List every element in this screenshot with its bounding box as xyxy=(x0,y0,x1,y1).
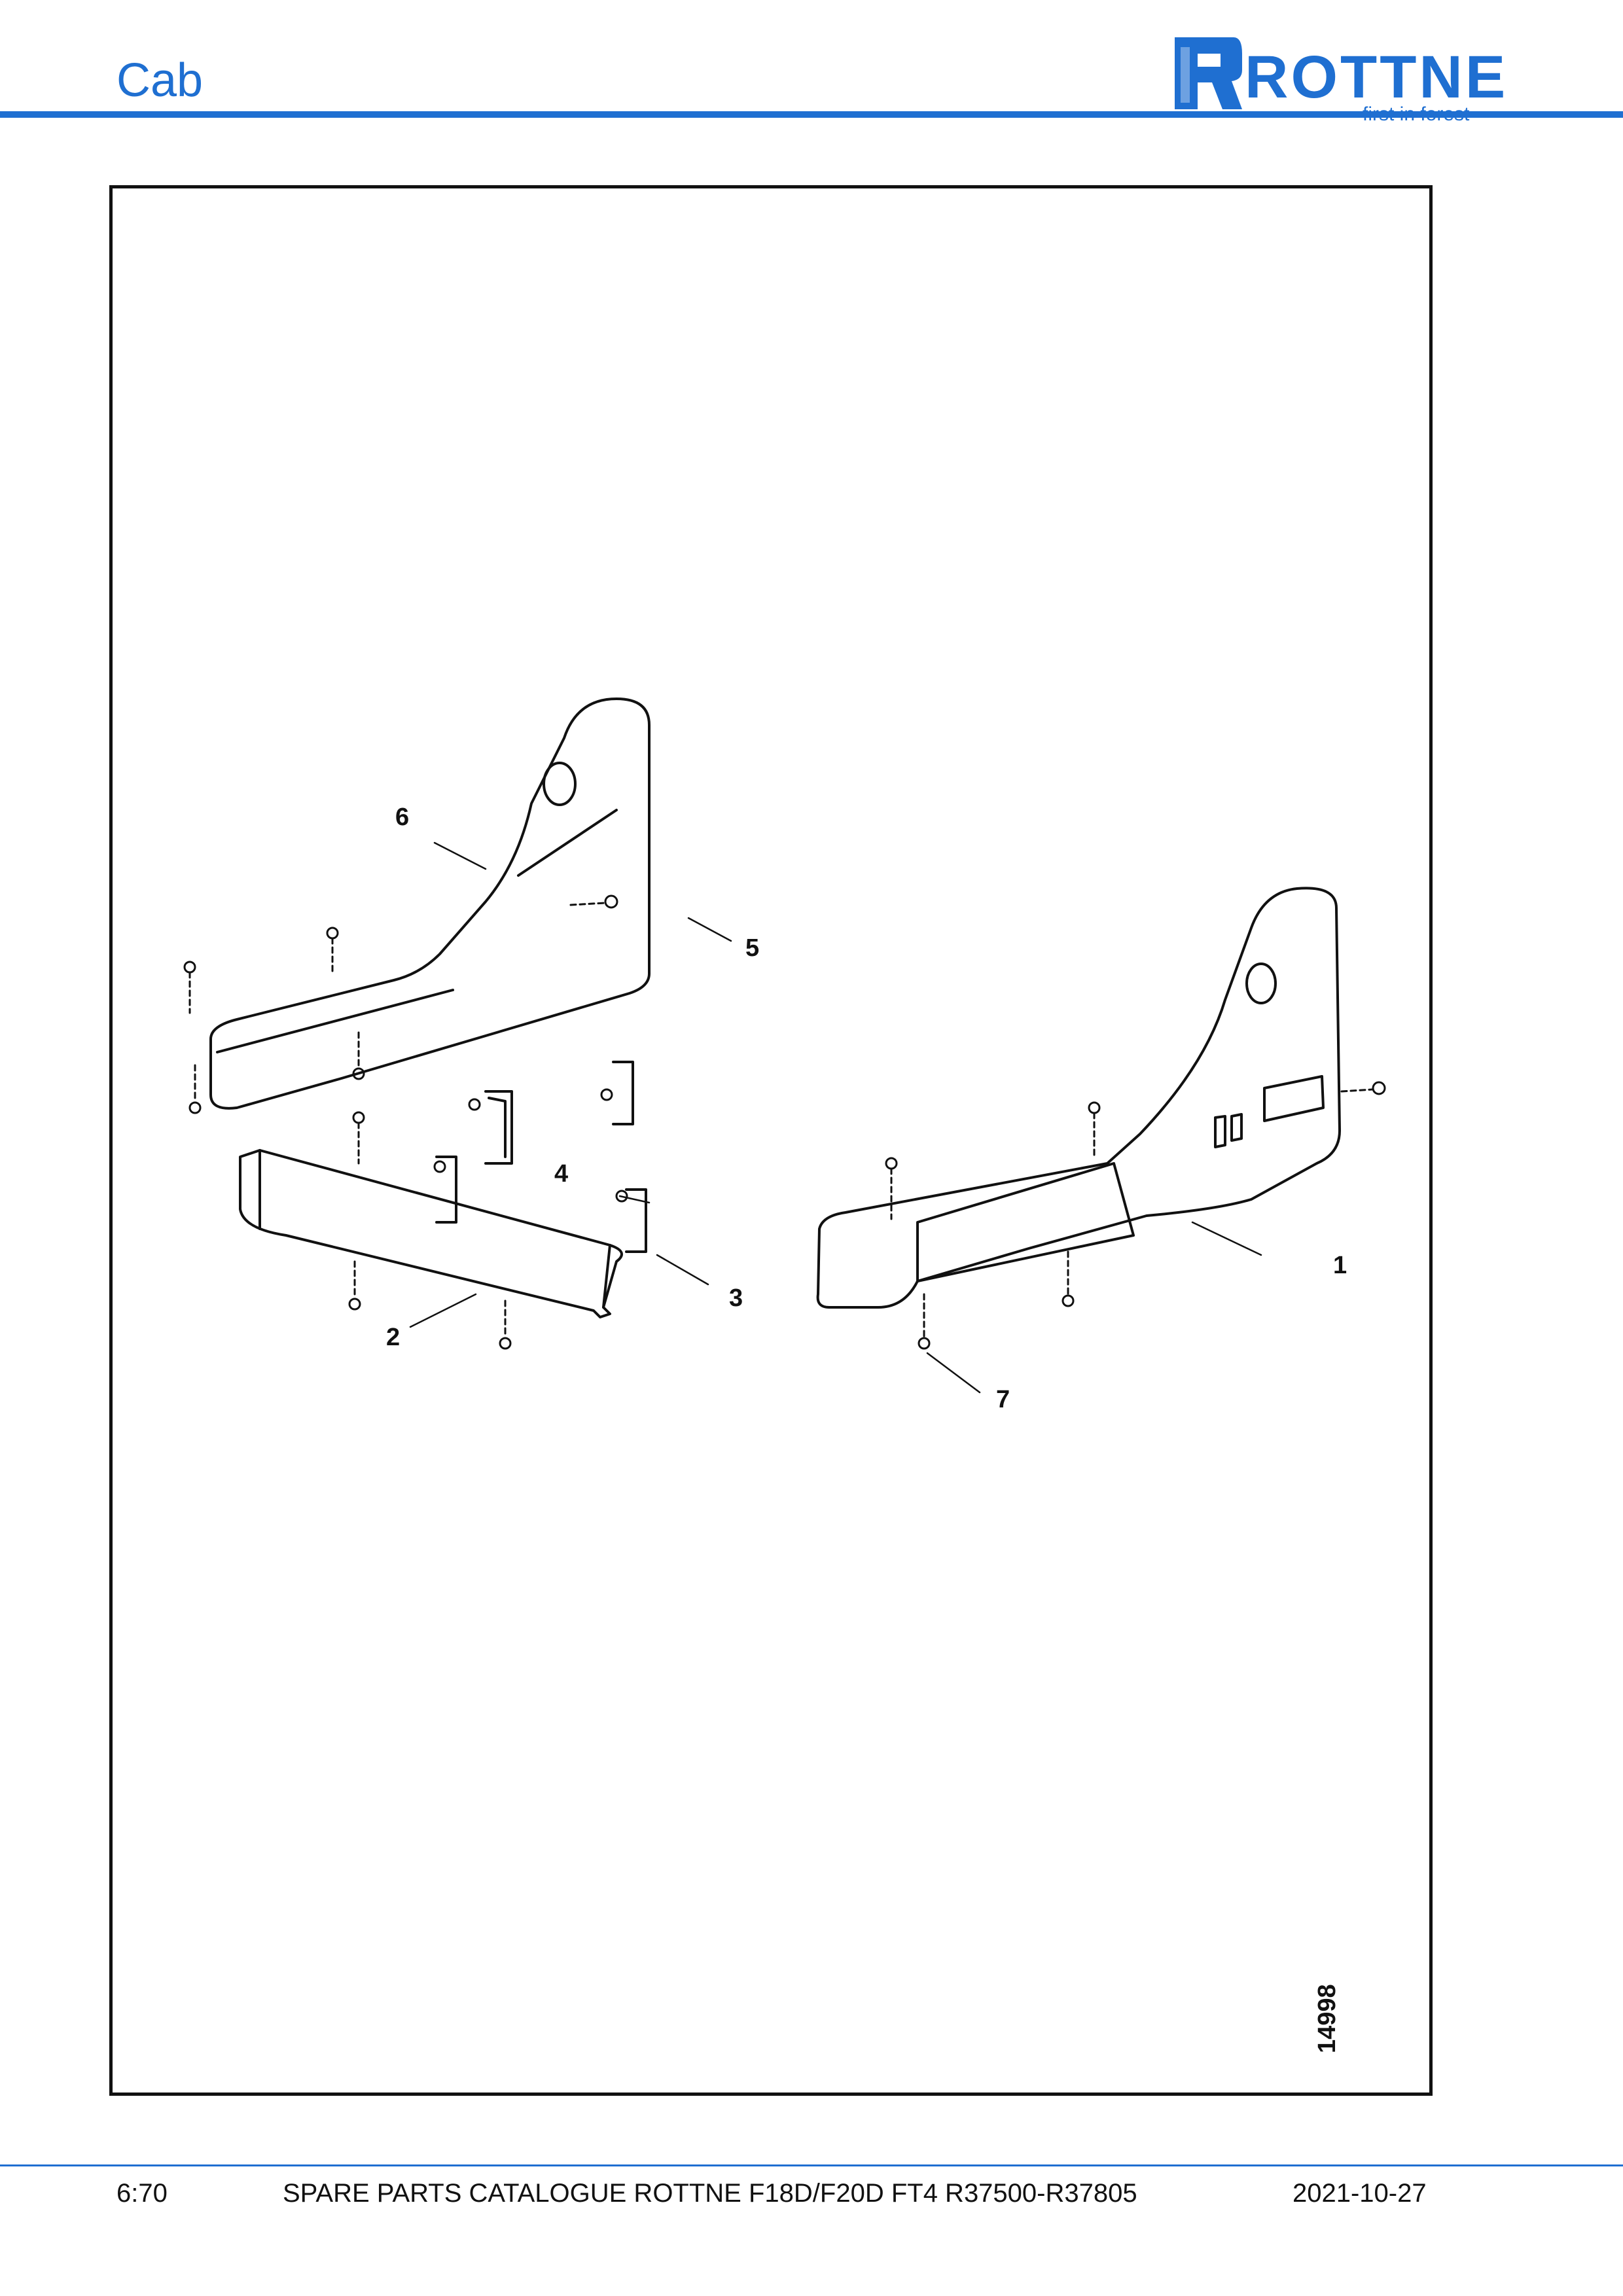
callout-6: 6 xyxy=(395,804,410,831)
callout-1: 1 xyxy=(1333,1252,1347,1279)
logo-word: ROTTNE xyxy=(1245,44,1508,111)
page-number: 6:70 xyxy=(116,2179,168,2208)
callout-5: 5 xyxy=(745,934,760,962)
rottne-logo: ROTTNE first in forest xyxy=(1171,34,1512,124)
drawing-frame: 6 5 4 3 2 1 7 14998 xyxy=(109,185,1433,2096)
fasteners xyxy=(183,894,1386,1350)
footer-rule xyxy=(0,2164,1623,2166)
section-title: Cab xyxy=(116,54,204,107)
bottom-rail xyxy=(239,1149,623,1318)
drawing-number: 14998 xyxy=(1313,1984,1341,2053)
header-rule xyxy=(0,111,1623,118)
rottne-r-mark-icon xyxy=(1175,37,1242,109)
catalogue-title: SPARE PARTS CATALOGUE ROTTNE F18D/F20D F… xyxy=(283,2179,1137,2208)
callout-7: 7 xyxy=(996,1386,1010,1413)
callout-2: 2 xyxy=(386,1324,401,1351)
callout-3: 3 xyxy=(729,1284,743,1312)
right-side-panel xyxy=(816,887,1341,1309)
callout-4: 4 xyxy=(554,1160,569,1188)
brackets xyxy=(435,1061,647,1253)
exploded-view-drawing xyxy=(183,698,1386,1394)
leader-lines xyxy=(409,841,1262,1394)
left-side-panel xyxy=(209,698,651,1110)
footer-date: 2021-10-27 xyxy=(1293,2179,1427,2208)
